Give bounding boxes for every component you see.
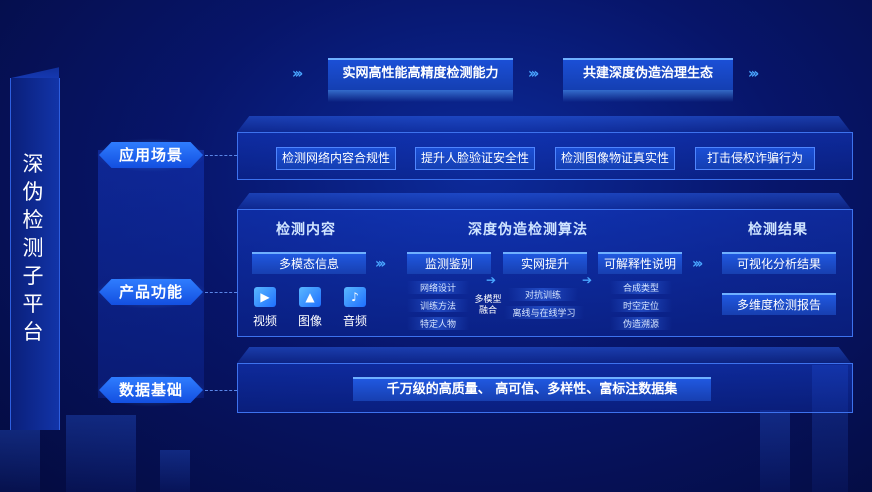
double-chevron-icon: ››› [748,66,756,82]
connector-line [205,390,237,391]
method-item: 合成类型 [610,281,672,294]
method-item: 伪造溯源 [610,317,672,330]
top-goal-2-glow [563,90,733,102]
result-item: 可视化分析结果 [722,252,836,274]
double-chevron-icon: ››› [292,66,300,82]
result-item: 多维度检测报告 [722,293,836,315]
layer-label-application: 应用场景 [99,142,203,168]
panel-top-data [237,347,851,363]
video-icon: ▶ [254,287,276,307]
application-item: 打击侵权诈骗行为 [695,147,815,170]
connector-line [205,155,237,156]
heading-detection-content: 检测内容 [276,219,336,239]
top-goal-1-glow [328,90,513,102]
media-label: 音频 [335,312,375,329]
algorithm-stage: 监测鉴别 [407,252,491,274]
method-item: 时空定位 [610,299,672,312]
application-item: 提升人脸验证安全性 [415,147,535,170]
background-building [760,410,790,492]
arrow-icon: ➔ [582,273,589,287]
layer-label-product: 产品功能 [99,279,203,305]
application-item: 检测网络内容合规性 [276,147,396,170]
audio-icon: ♪ [344,287,366,307]
algorithm-stage: 实网提升 [503,252,587,274]
arrow-icon: ➔ [486,273,493,287]
image-icon: ▲ [299,287,321,307]
application-item: 检测图像物证真实性 [555,147,675,170]
algorithm-stage: 可解释性说明 [598,252,682,274]
method-item: 特定人物 [407,317,469,330]
multimodal-chip: 多模态信息 [252,252,366,274]
double-chevron-icon: ››› [375,256,383,272]
double-chevron-icon: ››› [692,256,700,272]
background-building [160,450,190,492]
dataset-description: 千万级的高质量、 高可信、多样性、富标注数据集 [353,377,711,401]
top-goal-2: 共建深度伪造治理生态 [563,58,733,90]
heading-algorithm: 深度伪造检测算法 [468,219,588,239]
media-label: 图像 [290,312,330,329]
method-item: 网络设计 [407,281,469,294]
method-item: 对抗训练 [508,288,578,301]
heading-results: 检测结果 [748,219,808,239]
background-building [0,430,40,492]
method-item: 训练方法 [407,299,469,312]
method-item: 离线与在线学习 [504,306,584,319]
panel-top-application [237,116,851,132]
panel-top-product [237,193,851,209]
top-goal-1: 实网高性能高精度检测能力 [328,58,513,90]
media-label: 视频 [245,312,285,329]
connector-line [205,292,237,293]
layer-label-data: 数据基础 [99,377,203,403]
double-chevron-icon: ››› [528,66,536,82]
platform-title: 深伪检测子平台 [18,150,50,346]
background-building [66,415,136,492]
fusion-label: 多模型 融合 [472,295,504,317]
layer-column [98,150,204,398]
